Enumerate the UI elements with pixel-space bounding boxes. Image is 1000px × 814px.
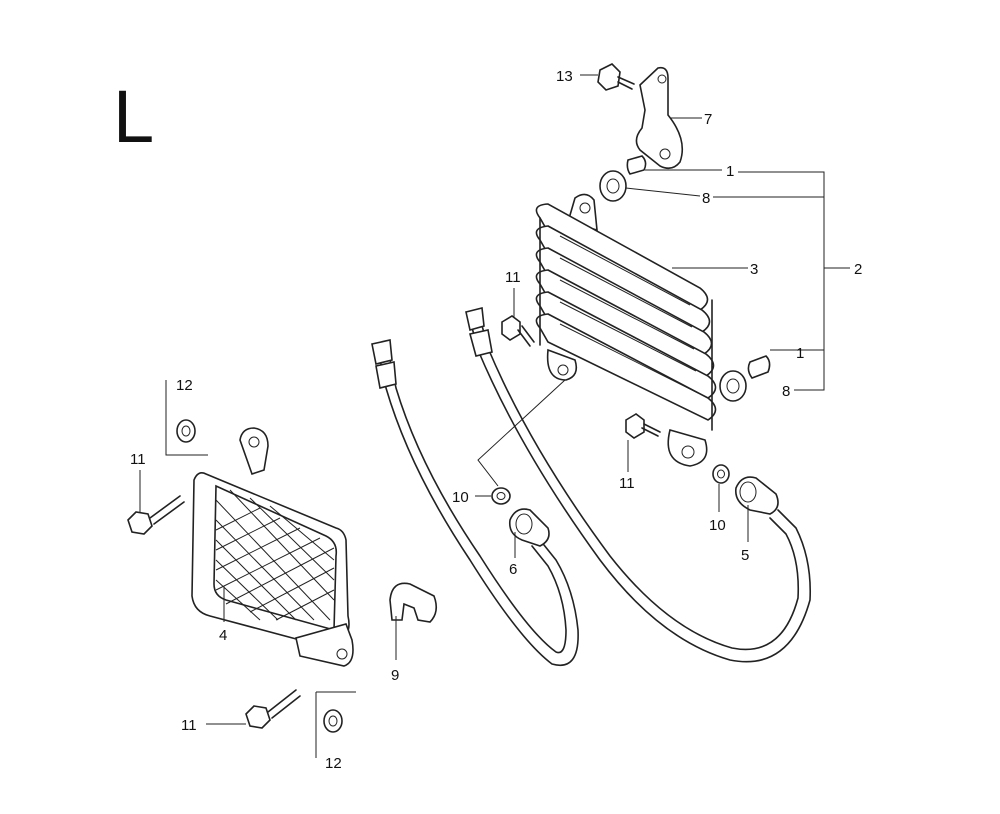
callout-1-upper: 1: [726, 163, 734, 180]
bolt-11-c: [625, 413, 661, 439]
hose-clamp-9: [389, 582, 438, 623]
hose-joint-5: [734, 476, 779, 515]
washer-10-a: [491, 487, 511, 505]
callout-11-a: 11: [505, 269, 521, 286]
hose-joint-6: [508, 508, 550, 547]
bolt-11-d: [245, 689, 301, 729]
cooler-guard-4: [191, 427, 354, 667]
collar-1-lower: [747, 355, 771, 379]
callout-11-c: 11: [619, 475, 635, 492]
bolt-13: [597, 63, 635, 91]
callout-11-d: 11: [181, 717, 197, 734]
nut-12-b: [323, 709, 343, 733]
callout-13: 13: [556, 68, 573, 85]
collar-1-top: [626, 155, 647, 175]
washer-10-b: [712, 464, 730, 484]
callout-3: 3: [750, 261, 758, 278]
callout-4: 4: [219, 627, 227, 644]
oil-cooler: [535, 193, 717, 467]
bolt-11-b: [127, 495, 185, 535]
bolt-11-a: [501, 315, 535, 347]
callout-10-b: 10: [709, 517, 726, 534]
callout-labels: 13 7 1 8 3 2 11 1 8 12 11 10 11 10 6 5 4…: [130, 68, 862, 772]
oil-hose-b: [465, 307, 812, 663]
oil-hose-a: [371, 339, 579, 667]
callout-8-upper: 8: [702, 190, 710, 207]
callout-8-lower: 8: [782, 383, 790, 400]
callout-10-a: 10: [452, 489, 469, 506]
callout-11-b: 11: [130, 451, 146, 468]
callout-2: 2: [854, 261, 862, 278]
grommet-8-lower: [719, 370, 747, 402]
callout-5: 5: [741, 547, 749, 564]
callout-6: 6: [509, 561, 517, 578]
cooler-bracket: [635, 66, 684, 170]
callout-7: 7: [704, 111, 712, 128]
leader-lines: [139, 74, 850, 758]
callout-12-upper: 12: [176, 377, 193, 394]
callout-9: 9: [391, 667, 399, 684]
grommet-8-top: [599, 170, 627, 202]
callout-1-lower: 1: [796, 345, 804, 362]
section-letter: L: [113, 75, 154, 158]
callout-12-lower: 12: [325, 755, 342, 772]
nut-12-a: [176, 419, 196, 443]
